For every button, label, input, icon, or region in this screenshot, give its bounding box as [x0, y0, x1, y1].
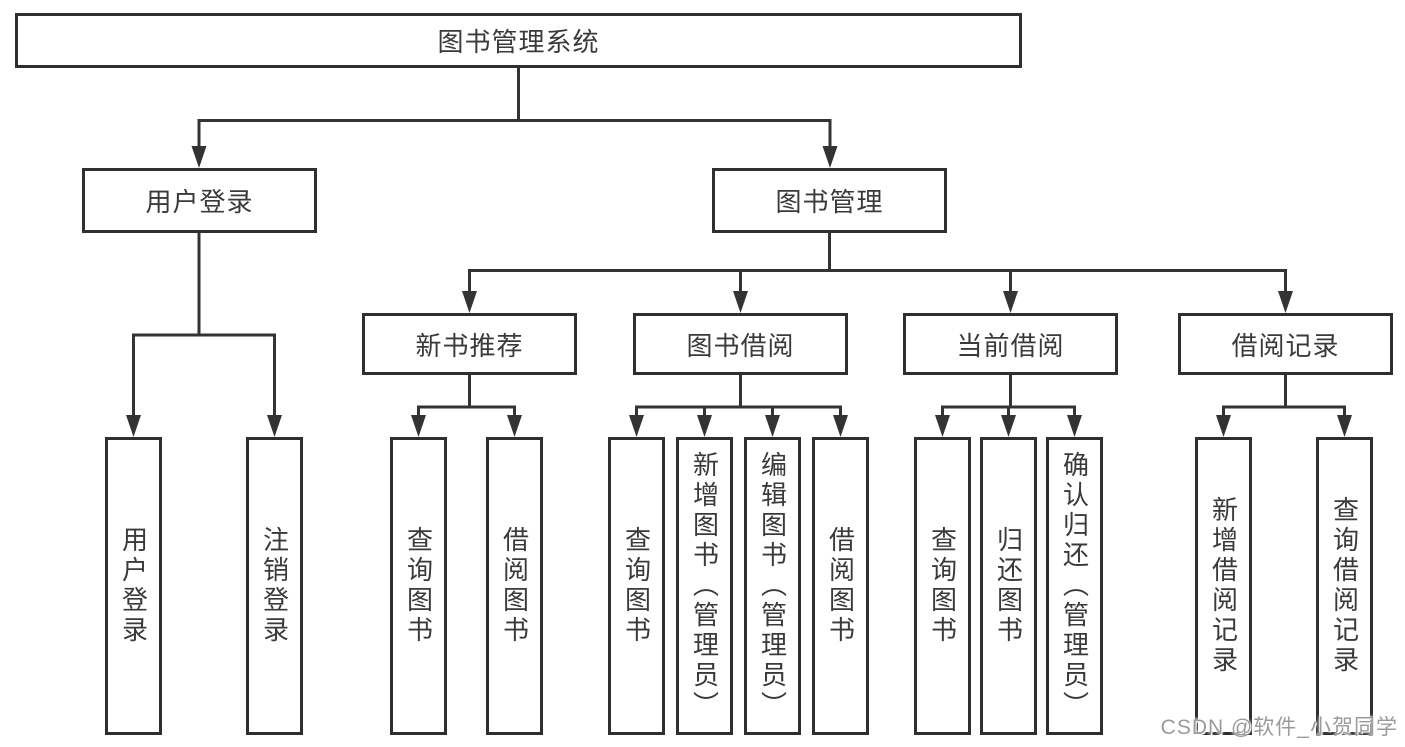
- node-label: 用户登录: [145, 187, 254, 217]
- node-label: 注销登录: [259, 526, 290, 646]
- leaf-confirm-return-admin: 确认归还（管理员）: [1046, 437, 1103, 735]
- node-label: 查询图书: [621, 526, 652, 646]
- node-label: 新增借阅记录: [1208, 496, 1239, 676]
- leaf-query-borrow-record: 查询借阅记录: [1316, 437, 1373, 735]
- node-user-login: 用户登录: [82, 168, 317, 233]
- node-new-book-recommendation: 新书推荐: [362, 313, 577, 375]
- node-label: 图书管理: [775, 187, 884, 217]
- node-label: 新书推荐: [415, 330, 524, 361]
- leaf-borrow-books-recommend: 借阅图书: [486, 437, 543, 735]
- leaf-edit-book-admin: 编辑图书（管理员）: [744, 437, 801, 735]
- leaf-add-borrow-record: 新增借阅记录: [1195, 437, 1252, 735]
- node-label: 图书借阅: [686, 330, 795, 361]
- leaf-query-books-borrowing: 查询图书: [608, 437, 665, 735]
- node-label: 查询借阅记录: [1329, 496, 1360, 676]
- node-book-management: 图书管理: [712, 168, 947, 233]
- leaf-add-book-admin: 新增图书（管理员）: [676, 437, 733, 735]
- leaf-query-books-current: 查询图书: [914, 437, 971, 735]
- csdn-watermark: CSDN @软件_小贺同学: [1160, 716, 1398, 739]
- node-label: 借阅图书: [499, 526, 530, 646]
- node-label: 编辑图书（管理员）: [757, 451, 788, 721]
- node-label: 新增图书（管理员）: [689, 451, 720, 721]
- node-current-borrowing: 当前借阅: [903, 313, 1118, 375]
- node-borrowing-records: 借阅记录: [1178, 313, 1393, 375]
- leaf-borrow-books: 借阅图书: [812, 437, 869, 735]
- leaf-return-book: 归还图书: [980, 437, 1037, 735]
- leaf-logout: 注销登录: [246, 437, 303, 735]
- arrowhead-icons: [126, 146, 1352, 437]
- node-label: 确认归还（管理员）: [1059, 451, 1090, 721]
- node-label: 查询图书: [403, 526, 434, 646]
- connector-lines: [132, 68, 1346, 421]
- node-label: 归还图书: [993, 526, 1024, 646]
- node-label: 查询图书: [927, 526, 958, 646]
- node-label: 图书管理系统: [437, 27, 600, 57]
- node-root-library-management-system: 图书管理系统: [15, 13, 1022, 68]
- node-book-borrowing: 图书借阅: [633, 313, 848, 375]
- leaf-query-books-recommend: 查询图书: [390, 437, 447, 735]
- node-label: 用户登录: [118, 526, 149, 646]
- node-label: 当前借阅: [956, 330, 1065, 361]
- leaf-user-login: 用户登录: [105, 437, 162, 735]
- node-label: 借阅图书: [825, 526, 856, 646]
- node-label: 借阅记录: [1231, 330, 1340, 361]
